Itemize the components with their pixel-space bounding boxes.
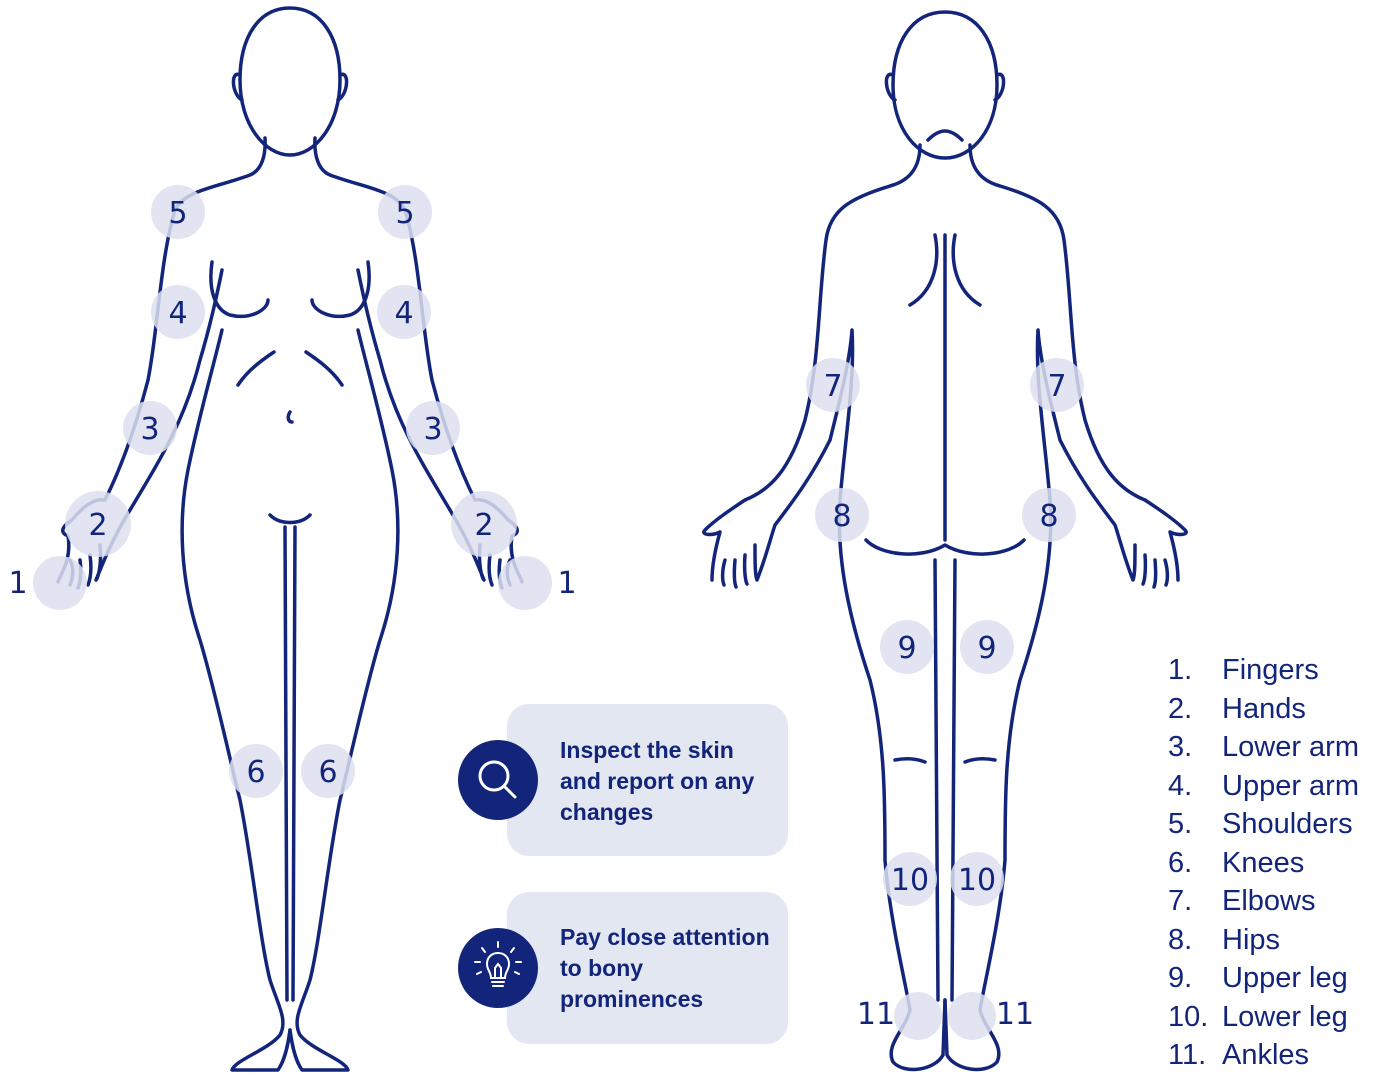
magnifier-icon bbox=[458, 740, 538, 820]
legend-number: 4. bbox=[1168, 767, 1222, 806]
tip-text-bony: Pay close attention to bony prominences bbox=[560, 922, 780, 1015]
legend-label: Fingers bbox=[1222, 651, 1319, 690]
front-body-outline bbox=[58, 8, 522, 1070]
marker-label-hip-left: 8 bbox=[832, 499, 851, 534]
legend-item: 3.Lower arm bbox=[1168, 728, 1359, 767]
marker-ankle-left bbox=[894, 992, 942, 1040]
marker-label-ankle-left: 11 bbox=[857, 997, 895, 1032]
legend-item: 5.Shoulders bbox=[1168, 805, 1359, 844]
legend-label: Lower leg bbox=[1222, 998, 1348, 1037]
legend-item: 11.Ankles bbox=[1168, 1036, 1359, 1075]
marker-label-lower-arm-left: 3 bbox=[140, 412, 159, 447]
marker-label-fingers-right: 1 bbox=[557, 566, 576, 601]
legend-label: Lower arm bbox=[1222, 728, 1359, 767]
legend-number: 1. bbox=[1168, 651, 1222, 690]
legend-label: Hands bbox=[1222, 690, 1306, 729]
marker-label-hip-right: 8 bbox=[1039, 499, 1058, 534]
marker-label-upper-arm-left: 4 bbox=[168, 296, 187, 331]
legend-number: 8. bbox=[1168, 921, 1222, 960]
legend-label: Upper arm bbox=[1222, 767, 1359, 806]
legend-label: Hips bbox=[1222, 921, 1280, 960]
legend-item: 6.Knees bbox=[1168, 844, 1359, 883]
legend-number: 7. bbox=[1168, 882, 1222, 921]
legend-label: Knees bbox=[1222, 844, 1304, 883]
marker-fingers-left bbox=[33, 556, 87, 610]
marker-label-lower-leg-left: 10 bbox=[891, 863, 929, 898]
legend-number: 6. bbox=[1168, 844, 1222, 883]
marker-label-shoulder-right: 5 bbox=[395, 196, 414, 231]
marker-label-lower-arm-right: 3 bbox=[423, 412, 442, 447]
legend-number: 11. bbox=[1168, 1036, 1222, 1075]
legend-item: 4.Upper arm bbox=[1168, 767, 1359, 806]
legend-list: 1.Fingers 2.Hands 3.Lower arm 4.Upper ar… bbox=[1168, 651, 1359, 1075]
legend-item: 9.Upper leg bbox=[1168, 959, 1359, 998]
marker-label-upper-arm-right: 4 bbox=[394, 296, 413, 331]
marker-ankle-right bbox=[948, 992, 996, 1040]
legend-item: 7.Elbows bbox=[1168, 882, 1359, 921]
marker-fingers-right bbox=[498, 556, 552, 610]
marker-label-ankle-right: 11 bbox=[996, 997, 1034, 1032]
legend-number: 3. bbox=[1168, 728, 1222, 767]
marker-label-knee-right: 6 bbox=[318, 755, 337, 790]
marker-label-lower-leg-right: 10 bbox=[958, 863, 996, 898]
legend-label: Ankles bbox=[1222, 1036, 1309, 1075]
marker-label-elbow-left: 7 bbox=[823, 369, 842, 404]
legend-number: 2. bbox=[1168, 690, 1222, 729]
legend-item: 2.Hands bbox=[1168, 690, 1359, 729]
legend-label: Shoulders bbox=[1222, 805, 1353, 844]
marker-label-upper-leg-right: 9 bbox=[977, 631, 996, 666]
legend-number: 10. bbox=[1168, 998, 1222, 1037]
legend-label: Elbows bbox=[1222, 882, 1316, 921]
legend-label: Upper leg bbox=[1222, 959, 1348, 998]
marker-label-hands-right: 2 bbox=[474, 508, 493, 543]
marker-label-fingers-left: 1 bbox=[8, 566, 27, 601]
marker-label-hands-left: 2 bbox=[88, 508, 107, 543]
legend-item: 10.Lower leg bbox=[1168, 998, 1359, 1037]
legend-item: 1.Fingers bbox=[1168, 651, 1359, 690]
marker-label-elbow-right: 7 bbox=[1047, 369, 1066, 404]
marker-label-shoulder-left: 5 bbox=[168, 196, 187, 231]
lightbulb-icon bbox=[458, 928, 538, 1008]
legend-item: 8.Hips bbox=[1168, 921, 1359, 960]
legend-number: 5. bbox=[1168, 805, 1222, 844]
legend-number: 9. bbox=[1168, 959, 1222, 998]
tip-text-inspect: Inspect the skin and report on any chang… bbox=[560, 735, 780, 828]
marker-label-upper-leg-left: 9 bbox=[897, 631, 916, 666]
marker-label-knee-left: 6 bbox=[246, 755, 265, 790]
